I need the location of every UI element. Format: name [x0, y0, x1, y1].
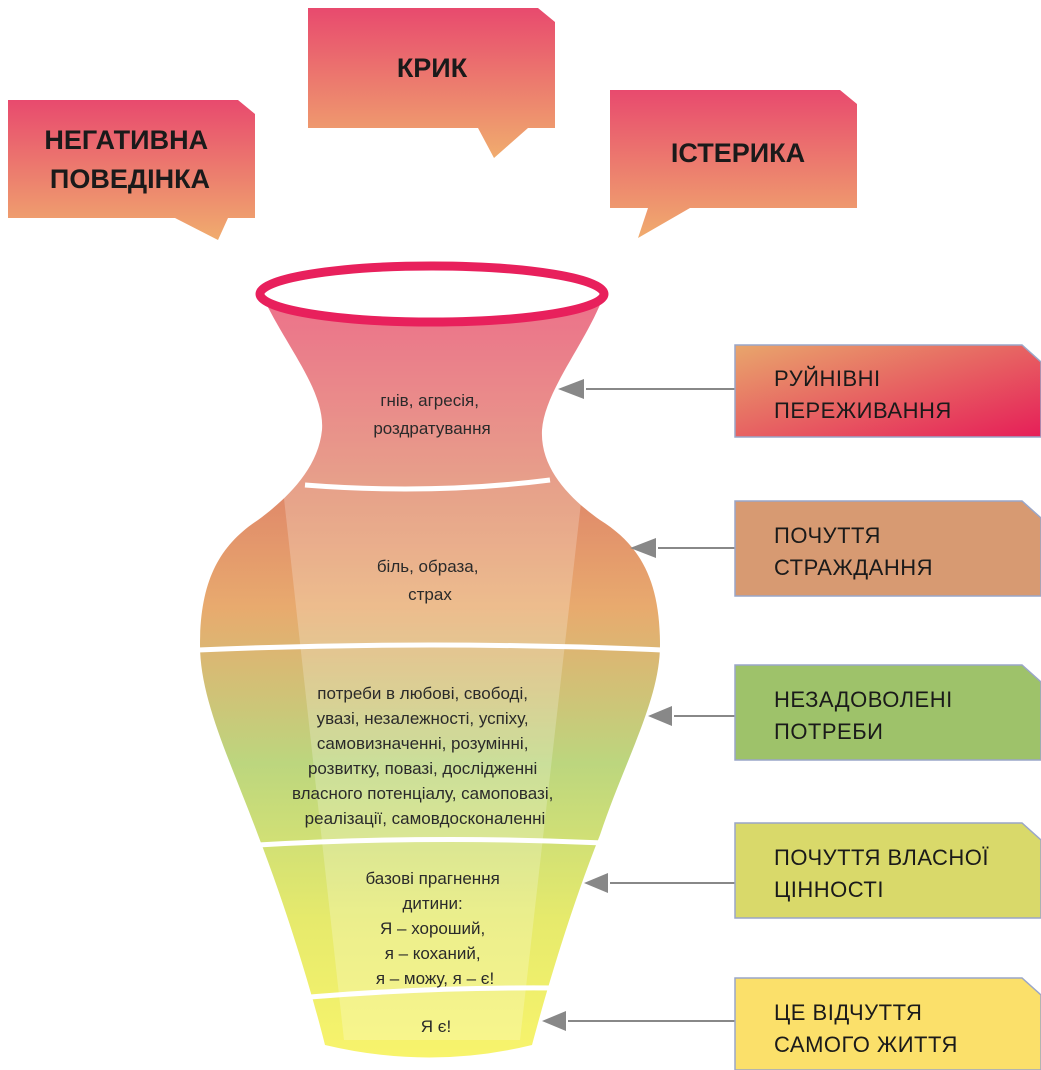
divider-1: [304, 477, 551, 492]
layer-needs: потреби в любові, свободі, увазі, незале…: [292, 684, 558, 828]
arrow-suffering: [630, 538, 735, 558]
label-unmet-needs: НЕЗАДОВОЛЕНІ ПОТРЕБИ: [734, 664, 1041, 761]
speech-bubble-hysteria: ІСТЕРИКА: [610, 90, 857, 238]
layer-strivings-line: дитини:: [402, 894, 462, 913]
layer-i-am: Я є!: [421, 1017, 451, 1036]
label-destructive-text: РУЙНІВНІ ПЕРЕЖИВАННЯ: [774, 366, 952, 423]
arrow-destructive: [558, 379, 735, 399]
label-destructive: РУЙНІВНІ ПЕРЕЖИВАННЯ: [734, 344, 1041, 438]
label-unmet-needs-line: НЕЗАДОВОЛЕНІ: [774, 687, 953, 712]
arrow-self-worth: [584, 873, 735, 893]
layer-pain-line: страх: [408, 585, 452, 604]
layer-needs-line: розвитку, повазі, дослідженні: [308, 759, 537, 778]
bubble-text-shout: КРИК: [397, 53, 468, 83]
label-suffering-line: СТРАЖДАННЯ: [774, 555, 933, 580]
arrows: [542, 379, 735, 1031]
divider-2: [197, 642, 663, 653]
bubble-negative-line-1: НЕГАТИВНА: [44, 125, 208, 155]
layer-pain-line: біль, образа,: [377, 557, 479, 576]
speech-bubble-shout: КРИК: [308, 8, 555, 158]
label-suffering: ПОЧУТТЯ СТРАЖДАННЯ: [734, 500, 1041, 597]
label-suffering-line: ПОЧУТТЯ: [774, 523, 881, 548]
label-life-line: САМОГО ЖИТТЯ: [774, 1032, 958, 1057]
layer-strivings-line: Я – хороший,: [380, 919, 485, 938]
divider-3: [257, 836, 605, 848]
layer-needs-line: реалізації, самовдосконаленні: [305, 809, 546, 828]
layer-strivings-line: базові прагнення: [365, 869, 499, 888]
vase: [197, 261, 663, 1058]
label-suffering-text: ПОЧУТТЯ СТРАЖДАННЯ: [774, 523, 933, 580]
layer-pain: біль, образа, страх: [377, 557, 483, 604]
bubble-negative-line-2: ПОВЕДІНКА: [50, 164, 210, 194]
layer-anger-line: роздратування: [373, 419, 490, 438]
arrow-life: [542, 1011, 735, 1031]
speech-bubble-negative: НЕГАТИВНА ПОВЕДІНКА: [8, 100, 255, 240]
layer-needs-line: власного потенціалу, самоповазі,: [292, 784, 553, 803]
label-self-worth: ПОЧУТТЯ ВЛАСНОЇ ЦІННОСТІ: [734, 822, 1041, 919]
bubble-text-negative: НЕГАТИВНА ПОВЕДІНКА: [44, 125, 215, 194]
vase-rim: [255, 261, 609, 327]
layer-strivings-line: я – коханий,: [385, 944, 481, 963]
layer-anger-line: гнів, агресія,: [380, 391, 479, 410]
label-life: ЦЕ ВІДЧУТТЯ САМОГО ЖИТТЯ: [734, 977, 1041, 1070]
label-self-worth-text: ПОЧУТТЯ ВЛАСНОЇ ЦІННОСТІ: [774, 845, 996, 902]
layer-needs-line: увазі, незалежності, успіху,: [317, 709, 529, 728]
label-life-line: ЦЕ ВІДЧУТТЯ: [774, 1000, 922, 1025]
label-self-worth-line: ЦІННОСТІ: [774, 877, 884, 902]
bubble-text-hysteria: ІСТЕРИКА: [671, 138, 805, 168]
divider-4: [309, 985, 557, 1000]
label-unmet-needs-line: ПОТРЕБИ: [774, 719, 883, 744]
label-destructive-line: ПЕРЕЖИВАННЯ: [774, 398, 952, 423]
label-unmet-needs-text: НЕЗАДОВОЛЕНІ ПОТРЕБИ: [774, 687, 959, 744]
layer-needs-line: самовизначенні, розумінні,: [317, 734, 529, 753]
label-life-text: ЦЕ ВІДЧУТТЯ САМОГО ЖИТТЯ: [774, 1000, 958, 1057]
layer-anger: гнів, агресія, роздратування: [373, 391, 490, 438]
layer-strivings: базові прагнення дитини: Я – хороший, я …: [365, 869, 504, 988]
arrow-unmet-needs: [648, 706, 735, 726]
label-self-worth-line: ПОЧУТТЯ ВЛАСНОЇ: [774, 845, 989, 870]
label-destructive-line: РУЙНІВНІ: [774, 366, 881, 391]
layer-needs-line: потреби в любові, свободі,: [317, 684, 528, 703]
layer-strivings-line: я – можу, я – є!: [376, 969, 494, 988]
